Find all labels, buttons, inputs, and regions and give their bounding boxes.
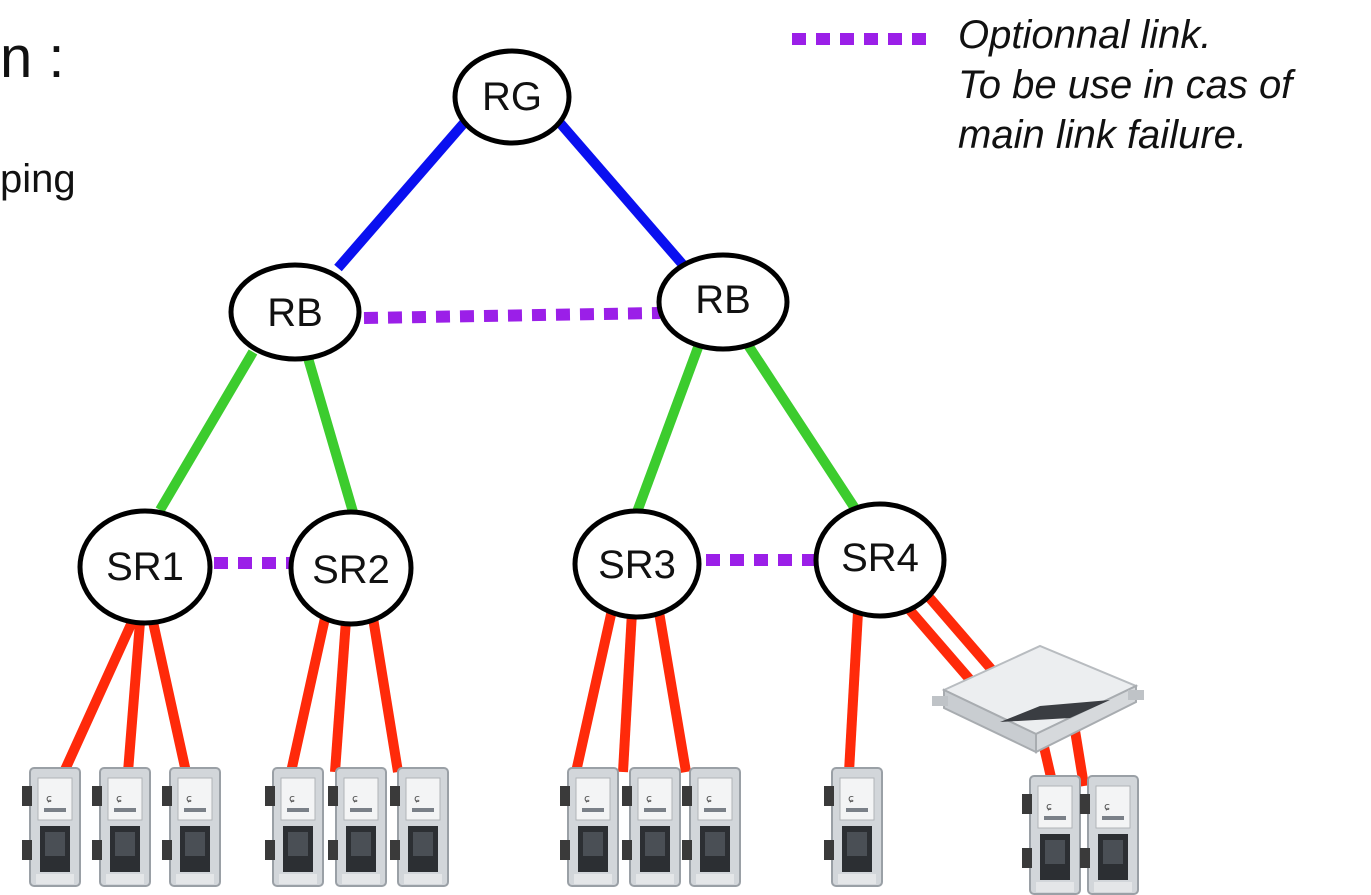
node-sr1-label: SR1 [106,545,184,589]
network-outlet-icon [21,767,81,887]
link-sr3-outlet [618,611,637,773]
link-rbl-sr1 [155,349,258,513]
network-outlet-icon [91,767,151,887]
link-rbl-sr2 [303,356,358,514]
legend-line-3: main link failure. [958,113,1248,157]
node-rg: RG [452,48,572,146]
link-sr2-outlet [330,619,351,773]
node-rb-left-label: RB [267,291,323,335]
network-switch-icon [932,644,1144,754]
link-sr1-outlet [59,617,138,775]
link-rg-rb-left [334,104,481,272]
node-sr4: SR4 [813,501,947,619]
network-outlet-icon [161,767,221,887]
heading-fragment: n : [0,25,65,90]
legend-line-2: To be use in cas of [958,63,1293,107]
link-sr4-outlet [844,611,863,773]
link-sr4-switch [924,592,996,674]
network-outlet-icon [389,767,449,887]
link-sr2-outlet [368,617,403,773]
optional-link-rb-rb [363,307,661,324]
network-outlet-icon [1021,775,1081,895]
network-outlet-icon [264,767,324,887]
legend-text: Optionnal link. To be use in cas of main… [958,10,1292,160]
network-outlet-icon [823,767,883,887]
network-outlet-icon [681,767,741,887]
link-sr4-switch [904,604,976,686]
network-outlet-icon [621,767,681,887]
node-sr3: SR3 [572,508,702,620]
node-sr3-label: SR3 [598,543,676,587]
network-outlet-icon [327,767,387,887]
link-sr1-outlet [148,620,191,774]
link-rbr-sr3 [632,340,705,514]
link-sr1-outlet [123,621,145,773]
node-sr1: SR1 [77,508,213,626]
network-outlet-icon [559,767,619,887]
node-rb-left: RB [228,262,362,362]
node-sr4-label: SR4 [841,536,919,580]
legend-line-1: Optionnal link. [958,13,1212,57]
node-rg-label: RG [482,75,542,119]
link-rg-rb-right [543,104,688,270]
link-sr3-outlet [571,608,617,774]
link-rbr-sr4 [741,339,861,513]
node-rb-right: RB [656,252,790,352]
node-sr2-label: SR2 [312,548,390,592]
node-rb-right-label: RB [695,278,751,322]
link-sr2-outlet [286,616,330,774]
node-sr2: SR2 [288,509,414,627]
link-sr3-outlet [654,611,691,773]
network-outlet-icon [1079,775,1139,895]
subheading-fragment: ping [0,157,76,201]
